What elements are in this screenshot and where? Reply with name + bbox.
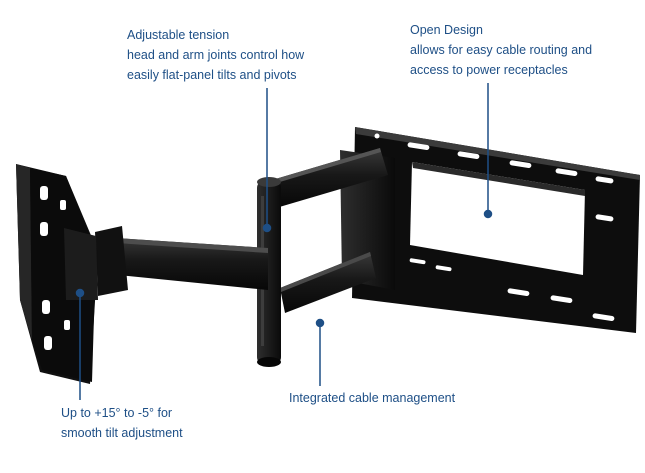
callout-open-design: Open Design allows for easy cable routin… <box>410 20 592 80</box>
callout-tension-title: Adjustable tension <box>127 28 230 42</box>
callout-tilt-line1: Up to +15° to -5° for <box>61 406 173 420</box>
leader-dot-cable <box>315 318 325 328</box>
callout-open-design-line1: allows for easy cable routing and <box>410 43 593 57</box>
tv-bracket <box>16 164 98 384</box>
callout-tension-line1: head and arm joints control how <box>127 48 305 62</box>
callout-cable-title: Integrated cable management <box>289 391 456 405</box>
wall-plate <box>352 127 640 333</box>
callout-tilt-line2: smooth tilt adjustment <box>61 426 183 440</box>
leader-dot-tilt <box>75 288 85 298</box>
pivot-column <box>257 177 281 367</box>
callout-open-design-line2: access to power receptacles <box>410 63 568 77</box>
callout-tilt-adjustment: Up to +15° to -5° for smooth tilt adjust… <box>61 403 183 443</box>
leader-dot-tension <box>262 223 272 233</box>
leader-dot-open-design <box>483 209 493 219</box>
front-arm <box>86 226 268 296</box>
callout-tension-line2: easily flat-panel tilts and pivots <box>127 68 297 82</box>
callout-adjustable-tension: Adjustable tension head and arm joints c… <box>127 25 304 85</box>
leader-lines <box>75 83 493 400</box>
callout-open-design-title: Open Design <box>410 23 483 37</box>
upper-arm <box>272 148 388 313</box>
callout-cable-management: Integrated cable management <box>289 388 455 408</box>
